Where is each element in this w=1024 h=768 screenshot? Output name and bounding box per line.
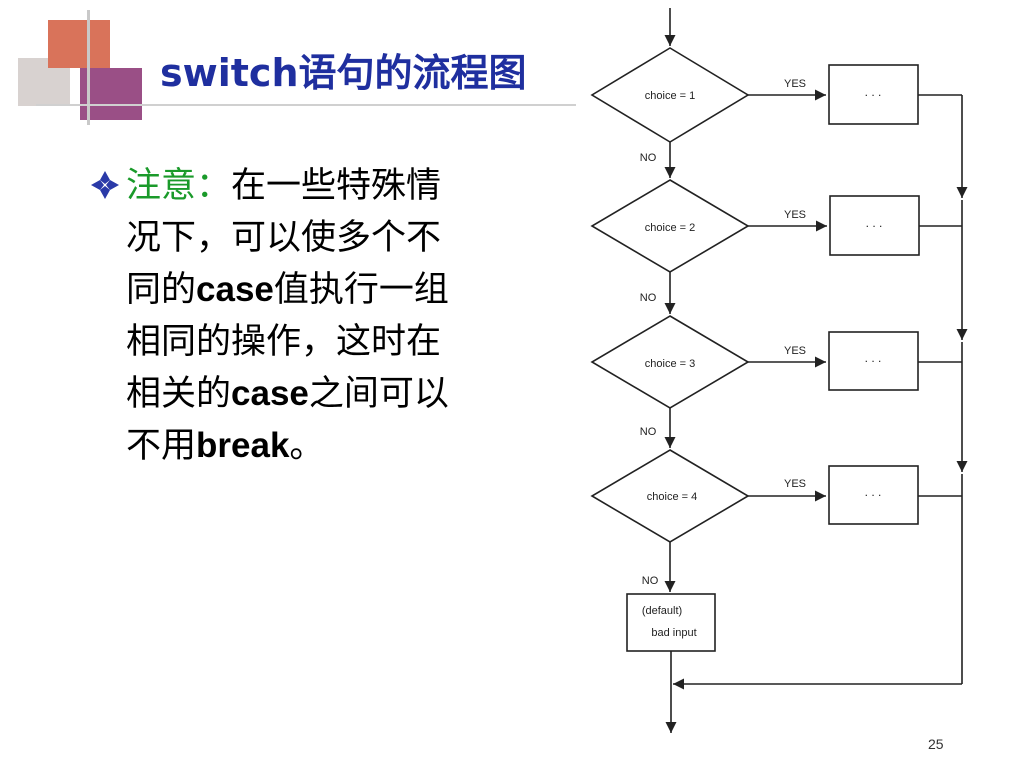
action-box-1 [828, 64, 919, 125]
keyword-case: case [196, 270, 274, 309]
no-label-3: NO [640, 426, 657, 438]
action-box-3 [828, 331, 919, 391]
action-label-1: . . . [865, 85, 882, 99]
decision-label-1: choice = 1 [645, 90, 695, 102]
default-label: (default) [642, 605, 682, 617]
bullet-segment: 况下，可以使多个不 [126, 218, 442, 258]
bullet-line: 不用break。 [126, 420, 566, 472]
diamond-bullet-icon [91, 171, 119, 199]
bullet-segment: 。 [289, 426, 325, 466]
keyword-case: case [231, 374, 309, 413]
yes-label-4: YES [784, 478, 806, 490]
yes-label-3: YES [784, 345, 806, 357]
slide-title: switch语句的流程图 [160, 51, 527, 95]
default-sublabel: bad input [651, 627, 696, 639]
action-label-4: . . . [865, 485, 882, 499]
bullet-segment: 之间可以 [308, 374, 449, 414]
bullet-line: 注意：在一些特殊情 [126, 160, 566, 212]
keyword-break: break [196, 426, 290, 465]
yes-label-2: YES [784, 209, 806, 221]
action-label-2: . . . [866, 216, 883, 230]
note-label: 注意： [126, 166, 232, 206]
bullet-segment: 相关的 [126, 374, 232, 414]
bullet-segment: 相同的操作，这时在 [126, 322, 442, 362]
bullet-text: 注意：在一些特殊情 况下，可以使多个不 同的case值执行一组 相同的操作，这时… [126, 160, 566, 472]
bullet-segment: 不用 [126, 426, 197, 466]
bullet-segment: 在一些特殊情 [231, 166, 442, 206]
decision-label-3: choice = 3 [645, 358, 695, 370]
bullet-line: 同的case值执行一组 [126, 264, 566, 316]
default-box [626, 593, 716, 652]
page-number: 25 [928, 736, 944, 752]
bullet-line: 相关的case之间可以 [126, 368, 566, 420]
bullet-segment: 同的 [126, 270, 197, 310]
decorative-block-orange [48, 20, 110, 68]
decision-label-4: choice = 4 [647, 491, 697, 503]
no-label-1: NO [640, 152, 657, 164]
no-label-4: NO [642, 575, 659, 587]
decorative-block-purple [80, 68, 142, 120]
action-box-2 [829, 195, 920, 256]
action-box-4 [828, 465, 919, 525]
bullet-line: 况下，可以使多个不 [126, 212, 566, 264]
bullet-line: 相同的操作，这时在 [126, 316, 566, 368]
yes-label-1: YES [784, 78, 806, 90]
decorative-vertical-line [87, 10, 90, 125]
no-label-2: NO [640, 292, 657, 304]
action-label-3: . . . [865, 351, 882, 365]
decision-label-2: choice = 2 [645, 222, 695, 234]
title-underline [36, 104, 576, 106]
bullet-segment: 值执行一组 [273, 270, 449, 310]
